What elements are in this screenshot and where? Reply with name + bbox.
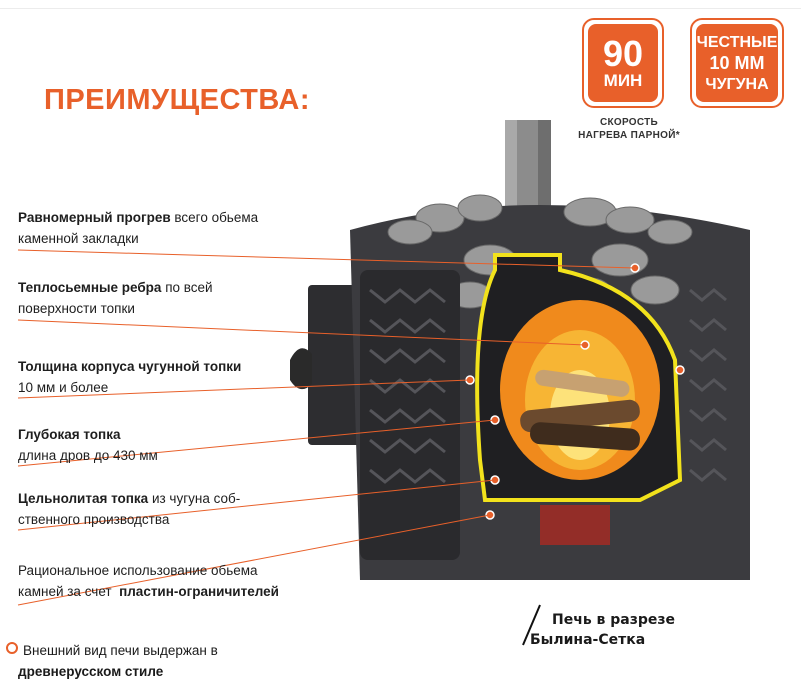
style-note: Внешний вид печи выдержан в древнерусско… [6, 640, 218, 682]
feature-wall-thickness: Толщина корпуса чугунной топки 10 мм и б… [18, 356, 241, 398]
feature-deep-firebox: Глубокая топка длина дров до 430 мм [18, 424, 158, 466]
heat-speed-caption: СКОРОСТЬ НАГРЕВА ПАРНОЙ* [574, 116, 684, 142]
style-note-line2: древнерусском стиле [18, 664, 164, 679]
feature-stone-plates-prefix: камней за счет [18, 584, 120, 599]
logs [520, 369, 640, 451]
heat-speed-badge: 90 МИН [582, 18, 664, 108]
lattice-pattern [369, 288, 727, 484]
note-bullet-icon [6, 642, 18, 654]
model-label-line1: Печь в разрезе [552, 612, 676, 628]
stove-cutaway-illustration [290, 120, 750, 580]
heat-speed-badge-inner: 90 МИН [588, 24, 658, 102]
feature-heat-ribs-line2: поверхности топки [18, 301, 135, 316]
cast-iron-line2: 10 ММ [709, 52, 765, 73]
feature-deep-firebox-bold: Глубокая топка [18, 427, 121, 442]
model-label-mark [522, 604, 541, 646]
ash-pit [540, 505, 610, 545]
feature-solid-cast: Цельнолитая топка из чугуна соб- ственно… [18, 488, 240, 530]
feature-uniform-heating-line2: каменной закладки [18, 231, 139, 246]
feature-stone-plates: Рациональное использование обьема камней… [18, 560, 279, 602]
feature-heat-ribs-bold: Теплосьемные ребра [18, 280, 162, 295]
feature-stone-plates-line1: Рациональное использование обьема [18, 563, 258, 578]
heat-speed-value: 90 [602, 33, 644, 74]
feature-solid-cast-line2: ственного производства [18, 512, 170, 527]
model-label-line2: Былина-Сетка [530, 632, 646, 648]
feature-wall-thickness-bold: Толщина корпуса чугунной топки [18, 359, 242, 374]
cast-iron-badge: ЧЕСТНЫЕ 10 ММ ЧУГУНА [690, 18, 784, 108]
style-note-line1: Внешний вид печи выдержан в [23, 643, 218, 658]
feature-heat-ribs-rest: по всей [161, 280, 213, 295]
feature-heat-ribs: Теплосьемные ребра по всей поверхности т… [18, 277, 213, 319]
feature-uniform-heating: Равномерный прогрев всего обьема каменно… [18, 207, 258, 249]
stove-door [308, 285, 364, 445]
cast-iron-line3: ЧУГУНА [705, 75, 769, 93]
heat-speed-caption-line2: НАГРЕВА ПАРНОЙ* [578, 130, 680, 141]
cast-iron-line1: ЧЕСТНЫЕ [696, 33, 778, 51]
top-divider [0, 8, 801, 9]
feature-wall-thickness-line2: 10 мм и более [18, 380, 109, 395]
door-handle [290, 348, 312, 390]
feature-solid-cast-bold: Цельнолитая топка [18, 491, 149, 506]
feature-uniform-heating-rest: всего обьема [170, 210, 259, 225]
model-label: Печь в разрезе Былина-Сетка [530, 610, 675, 650]
cast-iron-badge-inner: ЧЕСТНЫЕ 10 ММ ЧУГУНА [696, 24, 778, 102]
feature-solid-cast-rest: из чугуна соб- [148, 491, 241, 506]
feature-uniform-heating-bold: Равномерный прогрев [18, 210, 171, 225]
feature-deep-firebox-line2: длина дров до 430 мм [18, 448, 158, 463]
feature-stone-plates-bold: пластин-ограничителей [119, 584, 279, 599]
page-title: ПРЕИМУЩЕСТВА: [44, 84, 310, 116]
lattice-panel-left [360, 270, 460, 560]
heat-speed-caption-line1: СКОРОСТЬ [599, 117, 659, 128]
heat-speed-unit: МИН [603, 71, 643, 90]
